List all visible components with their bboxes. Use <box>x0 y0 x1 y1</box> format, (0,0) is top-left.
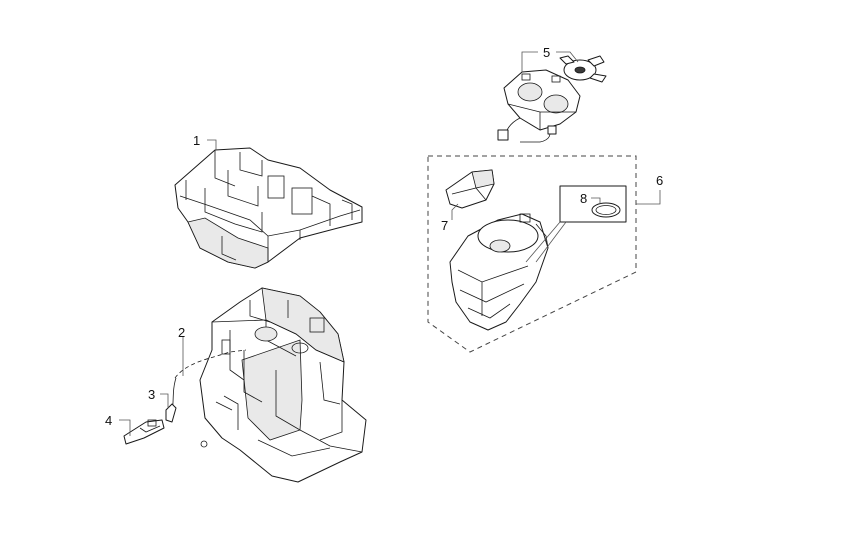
part-5-motor-assembly <box>497 55 607 143</box>
callout-4-label: 4 <box>105 413 112 428</box>
part-4-connector <box>123 419 165 445</box>
water-tank <box>449 213 549 331</box>
callout-7-label: 7 <box>441 218 448 233</box>
lower-housing <box>199 287 367 483</box>
callout-6-label: 6 <box>656 173 663 188</box>
kit-6-boundary <box>427 155 637 353</box>
callout-3-label: 3 <box>148 387 155 402</box>
part-3-clip <box>165 403 177 423</box>
callout-8-label: 8 <box>580 191 587 206</box>
part-8-ring-seal <box>525 185 627 263</box>
part-7-filter-cover <box>445 169 495 209</box>
part-1-upper-chassis <box>174 147 363 269</box>
callout-leaders <box>119 51 661 436</box>
callout-1-label: 1 <box>193 133 200 148</box>
callout-5-label: 5 <box>543 45 550 60</box>
callout-2-label: 2 <box>178 325 185 340</box>
